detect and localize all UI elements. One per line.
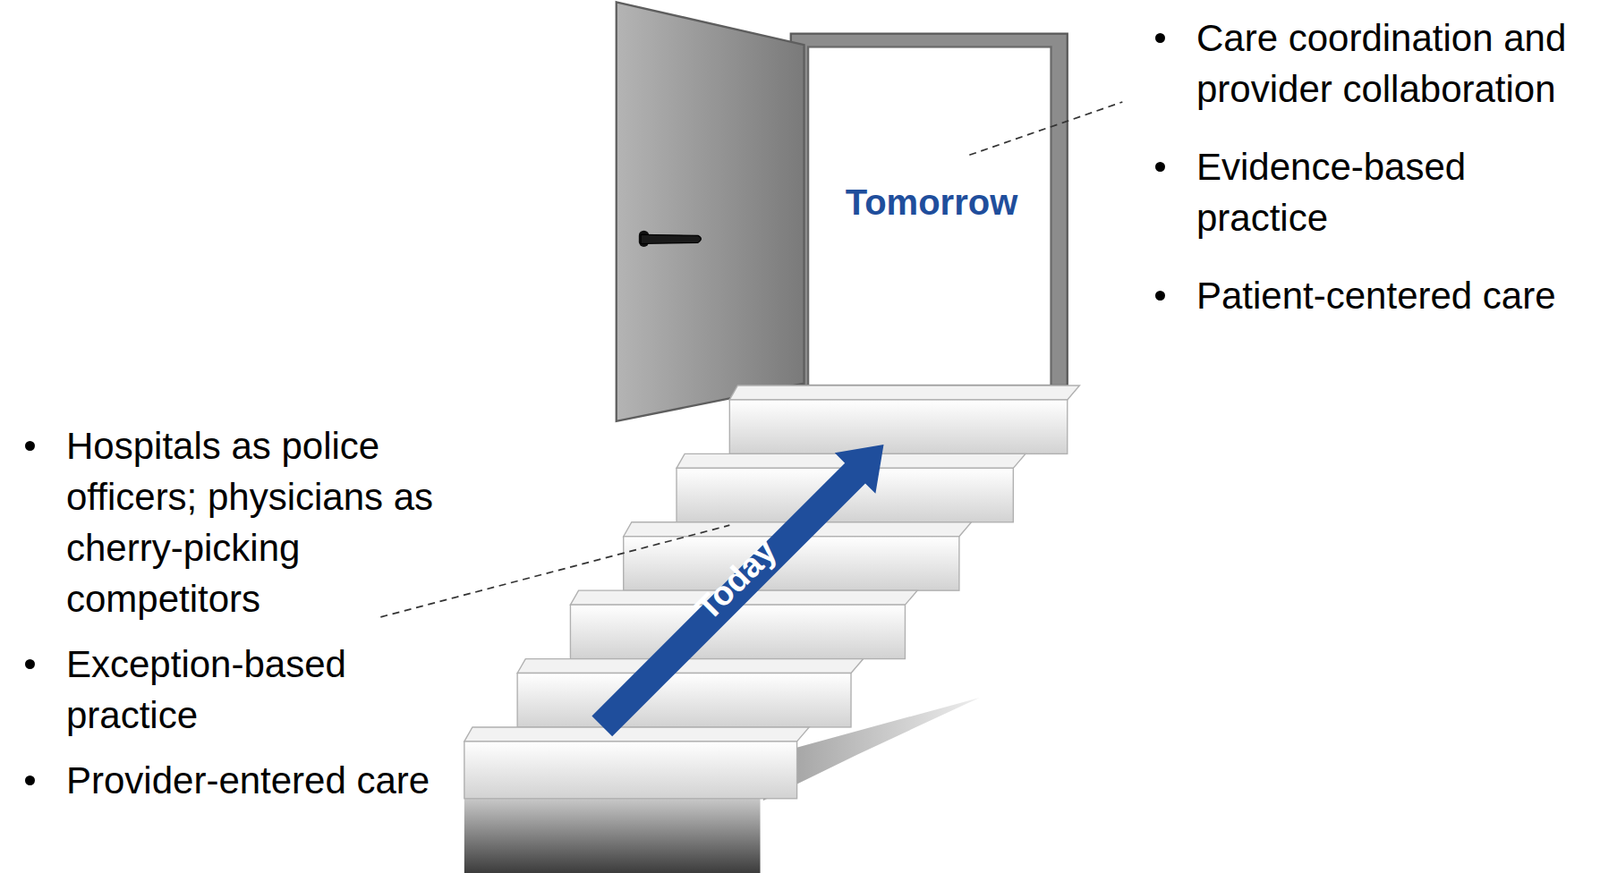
bullet-dot [1155, 33, 1166, 43]
door-handle [640, 234, 701, 244]
bullet-text: Patient-centered care [1196, 270, 1586, 322]
leader-line [380, 525, 730, 618]
bullet-text: Provider-entered care [66, 755, 460, 807]
door-label: Tomorrow [845, 179, 1019, 225]
door-opening-box: Tomorrow [811, 45, 1052, 383]
bullet-item: Hospitals as police officers; physicians… [66, 420, 460, 625]
door-opening [808, 46, 1051, 386]
bullet-text: Exception-based practice [66, 638, 460, 741]
progress-arrow [591, 444, 884, 737]
bullet-item: Provider-entered care [66, 755, 460, 807]
bullet-item: Evidence-based practice [1196, 141, 1586, 244]
bullet-dot [1155, 290, 1166, 301]
door-frame [791, 34, 1068, 386]
bullet-item: Patient-centered care [1196, 270, 1586, 322]
door-leaf [616, 1, 805, 422]
bullet-dot [25, 441, 35, 452]
bullet-text: Evidence-based practice [1196, 141, 1586, 244]
bullet-list: Hospitals as police officers; physicians… [66, 420, 460, 807]
bullet-dot [25, 659, 35, 670]
bullet-dot [1155, 161, 1166, 172]
stair-base [464, 799, 761, 873]
bullet-text: Hospitals as police officers; physicians… [66, 420, 460, 625]
bullet-item: Care coordination and provider collabora… [1196, 12, 1586, 115]
bullet-list: Care coordination and provider collabora… [1196, 12, 1586, 322]
bullet-text: Care coordination and provider collabora… [1196, 12, 1586, 115]
leader-line [969, 102, 1123, 155]
stair-steps [464, 385, 1081, 800]
bullet-dot [25, 775, 35, 786]
bullet-item: Exception-based practice [66, 638, 460, 741]
